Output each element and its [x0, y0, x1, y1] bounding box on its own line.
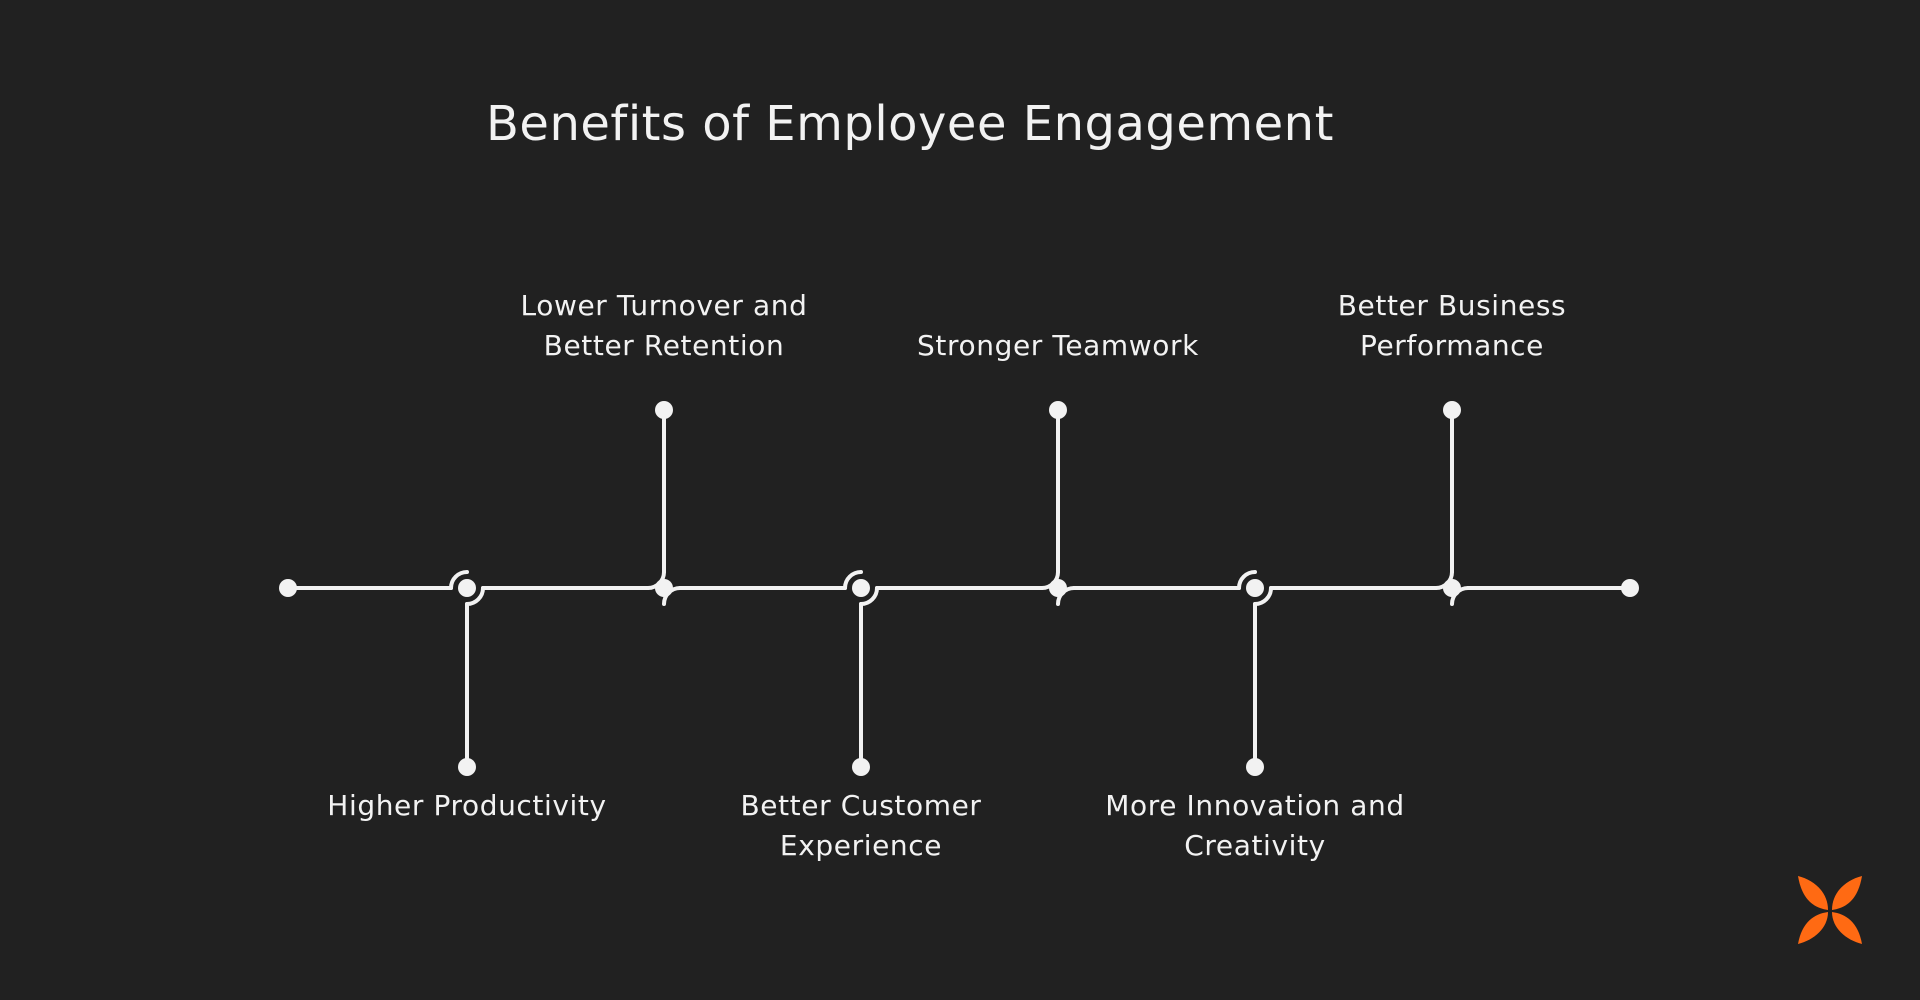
junction-arc — [859, 586, 879, 606]
page-title: Benefits of Employee Engagement — [486, 96, 1334, 152]
timeline-start-dot — [279, 579, 297, 597]
milestone-label-line: Experience — [779, 829, 943, 862]
timeline-end-dot — [1621, 579, 1639, 597]
milestone-label-line: More Innovation and — [1105, 789, 1405, 822]
junction-arc — [843, 570, 863, 590]
milestone-label-line: Stronger Teamwork — [917, 329, 1199, 362]
milestone-label-line: Better Customer — [740, 789, 982, 822]
milestone-label-line: Creativity — [1184, 829, 1326, 862]
milestone-node-dot — [852, 579, 870, 597]
junction-arc — [1253, 586, 1273, 606]
junction-arc — [449, 570, 469, 590]
junction-arc — [1237, 570, 1257, 590]
milestone-label: Higher Productivity — [257, 786, 677, 826]
milestone-node-dot — [458, 579, 476, 597]
milestone-label-line: Lower Turnover and — [520, 289, 808, 322]
milestone-node-dot — [1049, 579, 1067, 597]
milestone-end-dot — [458, 758, 476, 776]
milestone-end-dot — [655, 401, 673, 419]
milestone-end-dot — [1443, 401, 1461, 419]
milestone-node-dot — [655, 579, 673, 597]
milestone-end-dot — [1049, 401, 1067, 419]
junction-arc — [465, 586, 485, 606]
milestone-end-dot — [852, 758, 870, 776]
milestone-end-dot — [1246, 758, 1264, 776]
milestone-node-dot — [1246, 579, 1264, 597]
milestone-label: Stronger Teamwork — [848, 326, 1268, 366]
milestone-label-line: Higher Productivity — [327, 789, 607, 822]
milestone-label-line: Better Business — [1337, 289, 1567, 322]
milestone-label-line: Better Retention — [543, 329, 785, 362]
milestone-label-line: Performance — [1359, 329, 1545, 362]
milestone-node-dot — [1443, 579, 1461, 597]
butterfly-logo-icon — [1798, 876, 1862, 944]
